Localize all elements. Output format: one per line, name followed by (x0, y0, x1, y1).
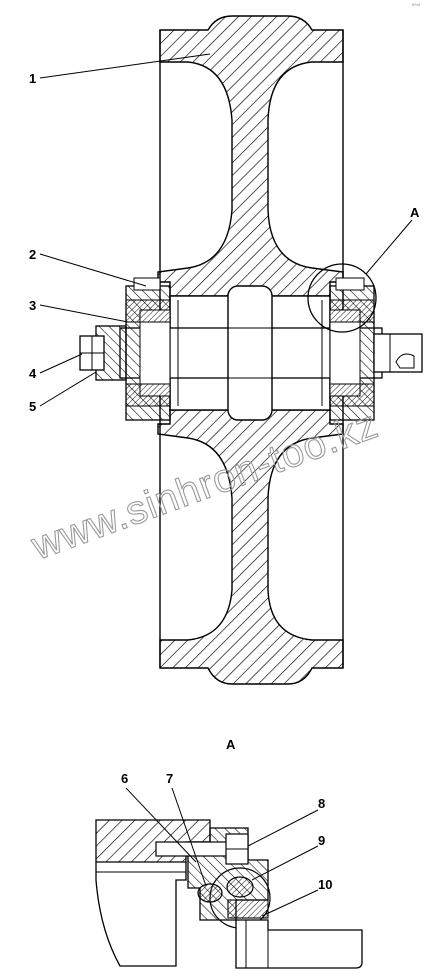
right-bolt (335, 277, 365, 291)
detail-marker-a: A (410, 205, 420, 220)
left-bearing-upper (125, 299, 171, 323)
callout-2: 2 (29, 247, 36, 262)
callout-6: 6 (121, 771, 128, 786)
right-shaft-end (373, 333, 423, 373)
detail-title-a: A (226, 737, 236, 752)
detail-shaft (235, 919, 363, 969)
detail-circle-a (307, 263, 377, 333)
right-bearing-lower (329, 383, 375, 407)
callout-7: 7 (166, 771, 173, 786)
detail-a-view (95, 819, 363, 969)
center-collar (227, 285, 273, 421)
left-bolt (133, 277, 161, 291)
detail-o-ring (226, 876, 254, 898)
wheel-body-upper (157, 15, 344, 297)
leader-lines-detail (125, 787, 319, 917)
callout-10: 10 (318, 877, 332, 892)
leader-lines-main (39, 53, 413, 407)
corner-mark: iPmt (412, 2, 421, 7)
callout-5: 5 (29, 399, 36, 414)
wheel-body-lower (157, 409, 344, 685)
callout-1: 1 (29, 71, 36, 86)
roller-section-view (79, 15, 423, 685)
callout-3: 3 (29, 298, 36, 313)
callout-4: 4 (29, 366, 37, 381)
left-bearing-lower (125, 383, 171, 407)
callout-8: 8 (318, 796, 325, 811)
callout-9: 9 (318, 833, 325, 848)
detail-bearing (227, 899, 269, 919)
right-bearing-upper (329, 299, 375, 323)
